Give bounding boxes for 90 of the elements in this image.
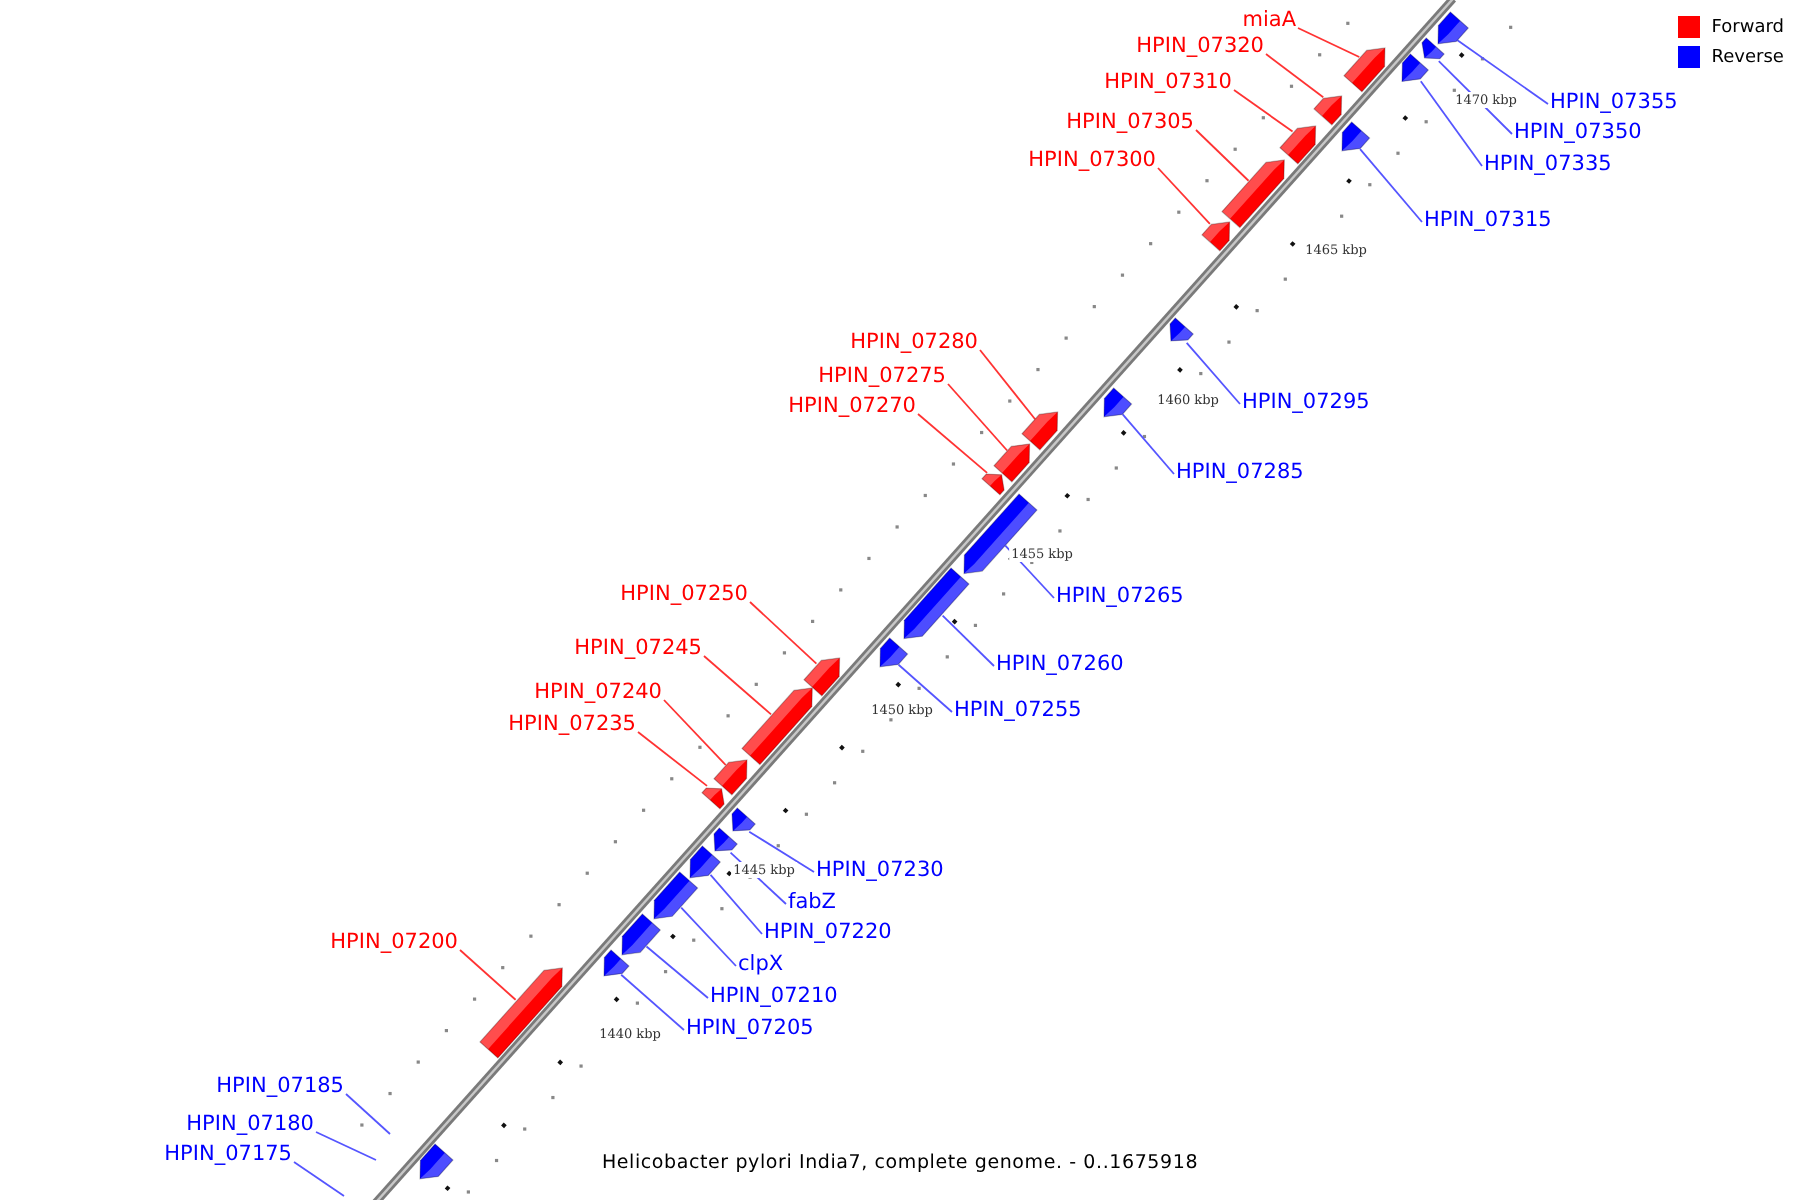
gene-feature — [904, 567, 970, 639]
gene-feature — [1279, 125, 1316, 164]
leader-line — [1456, 39, 1549, 105]
gene-label: HPIN_07270 — [788, 394, 916, 418]
gene-feature — [1103, 387, 1132, 417]
gene-feature — [622, 913, 661, 955]
gene-label: HPIN_07230 — [816, 858, 944, 882]
gene-label: HPIN_07250 — [620, 582, 748, 606]
gene-feature — [1437, 11, 1468, 44]
caption: Helicobacter pylori India7, complete genome. - 0..1675918 — [601, 1152, 1199, 1174]
leader-line — [1265, 53, 1325, 99]
leader-line — [897, 663, 953, 713]
gene-feature — [1169, 318, 1193, 342]
gene-label: HPIN_07240 — [534, 680, 662, 704]
leader-line — [1121, 413, 1175, 475]
leader-line — [663, 699, 727, 766]
gene-label: HPIN_07275 — [818, 364, 946, 388]
gene-label: HPIN_07235 — [508, 712, 636, 736]
gene-feature — [982, 474, 1005, 496]
gene-feature — [603, 949, 629, 975]
leader-line — [293, 1161, 345, 1197]
gene-label: fabZ — [788, 890, 836, 914]
gene-label: HPIN_07210 — [710, 984, 838, 1008]
leader-line — [709, 874, 763, 935]
gene-label: HPIN_07205 — [686, 1016, 814, 1040]
leader-line — [459, 949, 517, 1001]
gene-feature — [731, 807, 756, 831]
gene-label: HPIN_07245 — [574, 636, 702, 660]
gene-label: HPIN_07180 — [186, 1112, 314, 1136]
gene-label: HPIN_07185 — [216, 1074, 344, 1098]
gene-feature — [803, 657, 840, 696]
leader-line — [1297, 27, 1361, 58]
gene-label: HPIN_07280 — [850, 330, 978, 354]
leader-line — [1195, 129, 1250, 182]
leader-line — [947, 383, 1009, 452]
gene-label: HPIN_07355 — [1550, 90, 1678, 114]
gene-label: clpX — [738, 952, 784, 976]
gene-feature — [1201, 222, 1229, 252]
gene-label: HPIN_07335 — [1484, 152, 1612, 176]
gene-label: HPIN_07350 — [1514, 120, 1642, 144]
gene-feature — [1402, 54, 1429, 83]
gene-label: HPIN_07295 — [1242, 390, 1370, 414]
gene-feature — [994, 444, 1031, 483]
gene-feature — [1421, 38, 1444, 60]
gene-feature — [479, 967, 562, 1058]
leader-line — [749, 601, 818, 665]
gene-feature — [420, 1144, 454, 1180]
gene-label: miaA — [1242, 8, 1296, 32]
gene-label: HPIN_07265 — [1056, 584, 1184, 608]
gene-label: HPIN_07260 — [996, 652, 1124, 676]
leader-line — [1359, 148, 1423, 223]
gene-label: HPIN_07175 — [164, 1142, 292, 1166]
leader-line — [917, 413, 988, 474]
gene-feature — [713, 828, 737, 852]
gene-feature — [1314, 95, 1343, 125]
gene-label: HPIN_07300 — [1028, 148, 1156, 172]
gene-label: HPIN_07320 — [1136, 34, 1264, 58]
leader-line — [1419, 80, 1483, 167]
leader-line — [1185, 341, 1241, 405]
leader-line — [345, 1093, 391, 1135]
gene-feature — [690, 846, 721, 879]
gene-label: HPIN_07310 — [1104, 70, 1232, 94]
gene-label: HPIN_07255 — [954, 698, 1082, 722]
gene-feature — [714, 760, 748, 796]
gene-label: HPIN_07220 — [764, 920, 892, 944]
leader-line — [941, 614, 995, 667]
gene-feature — [879, 637, 908, 667]
leader-line — [703, 655, 772, 716]
leader-line — [315, 1131, 377, 1161]
gene-feature — [1222, 159, 1285, 228]
legend-label: Forward — [1711, 17, 1784, 37]
gene-feature — [654, 871, 698, 919]
gene-label: HPIN_07200 — [330, 930, 458, 954]
leader-line — [1157, 167, 1211, 225]
leader-line — [637, 731, 708, 787]
leader-line — [620, 973, 685, 1031]
leader-line — [979, 349, 1037, 421]
gene-feature — [1343, 47, 1385, 92]
leader-line — [645, 945, 709, 999]
leader-line — [680, 906, 737, 967]
leader-line — [1233, 89, 1294, 133]
gene-feature — [1022, 412, 1059, 451]
leader-line — [748, 830, 815, 873]
gene-feature — [1341, 121, 1369, 151]
gene-feature — [741, 688, 812, 766]
legend-label: Reverse — [1711, 47, 1784, 67]
gene-feature — [702, 787, 725, 809]
gene-label: HPIN_07315 — [1424, 208, 1552, 232]
gene-label: HPIN_07285 — [1176, 460, 1304, 484]
gene-label: HPIN_07305 — [1066, 110, 1194, 134]
